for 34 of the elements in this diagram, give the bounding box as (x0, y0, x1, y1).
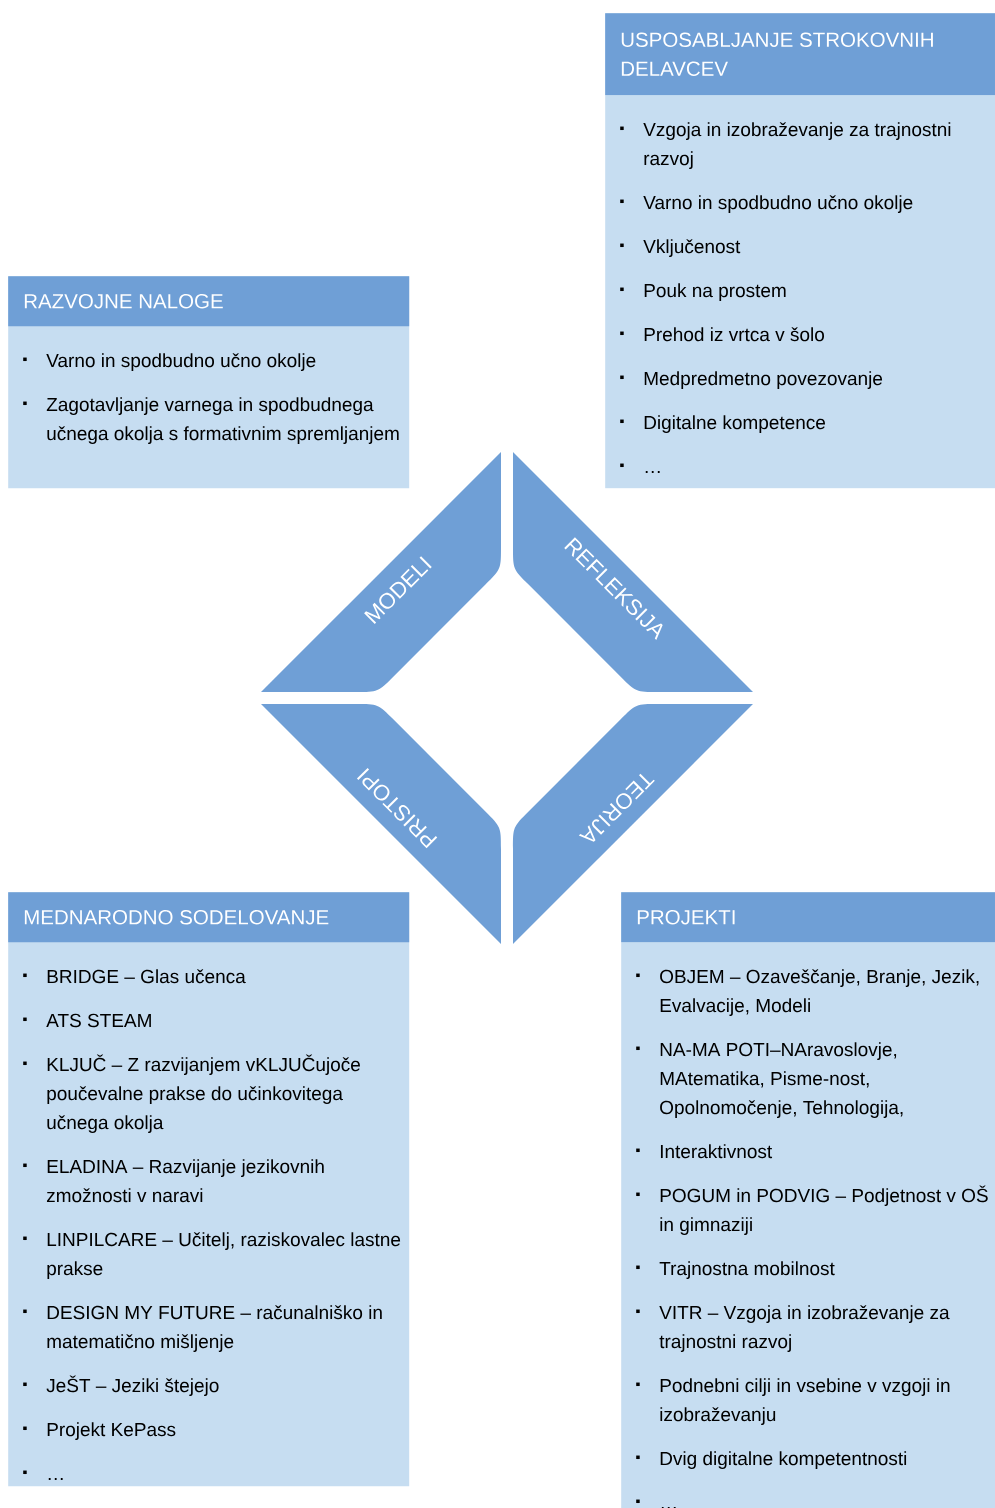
list-item: KLJUČ – Z razvijanjem vKLJUČujoče poučevalne prakse do učinkovitega učnega okolja (23, 1054, 360, 1133)
list-item: ATS STEAM (23, 1013, 151, 1028)
list-item: DESIGN MY FUTURE – računalniško in matematično mišljenje (23, 1305, 382, 1352)
list-item: JeŠT – Jeziki štejejo (23, 1375, 219, 1396)
list-item: Podnebni cilji in vsebine v vzgoji in izobraževanju (636, 1378, 950, 1425)
box-heading: RAZVOJNE NALOGE (24, 293, 223, 309)
list-item: Pouk na prostem (620, 283, 786, 301)
list-panel (621, 892, 995, 1508)
box-heading: USPOSABLJANJE STROKOVNIH DELAVCEV (621, 32, 933, 76)
list-item: … (620, 463, 660, 474)
list-item: Zagotavljanje varnega in spodbudnega učnega okolja s formativnim spremljanjem (23, 397, 399, 444)
list-item: Varno in spodbudno učno okolje (620, 195, 913, 213)
box-heading: PROJEKTI (637, 909, 735, 925)
list-item: Dvig digitalne kompetentnosti (636, 1451, 907, 1469)
list-item: ELADINA – Razvijanje jezikovnih zmožnosti v naravi (23, 1159, 324, 1203)
list-item: NA-MA POTI–NAravoslovje, MAtematika, Pisme-nost, Opolnomočenje, Tehnologija, (636, 1042, 903, 1118)
list-panel (8, 276, 410, 489)
list-item: Trajnostna mobilnost (636, 1261, 835, 1279)
list-item: Digitalne kompetence (620, 415, 825, 433)
list-item: Prehod iz vrtca v šolo (620, 327, 824, 342)
list-item: Projekt KePass (23, 1422, 176, 1440)
list-item: Varno in spodbudno učno okolje (23, 353, 316, 371)
list-item: VITR – Vzgoja in izobraževanje za trajnostni razvoj (636, 1305, 950, 1352)
list-item: … (23, 1470, 63, 1481)
list-item: BRIDGE – Glas učenca (23, 969, 246, 984)
list-item: POGUM in PODVIG – Podjetnost v OŠ in gimnaziji (636, 1185, 988, 1235)
list-item: Interaktivnost (636, 1144, 773, 1159)
list-item: Vzgoja in izobraževanje za trajnostni razvoj (620, 122, 951, 169)
list-item: LINPILCARE – Učitelj, raziskovalec lastne prakse (23, 1232, 401, 1279)
list-panel (8, 892, 410, 1487)
list-panel (605, 13, 995, 489)
list-item: OBJEM – Ozaveščanje, Branje, Jezik, Evalvacije, Modeli (636, 969, 979, 1016)
list-item: Vključenost (620, 239, 741, 257)
list-item: Medpredmetno povezovanje (620, 371, 883, 389)
